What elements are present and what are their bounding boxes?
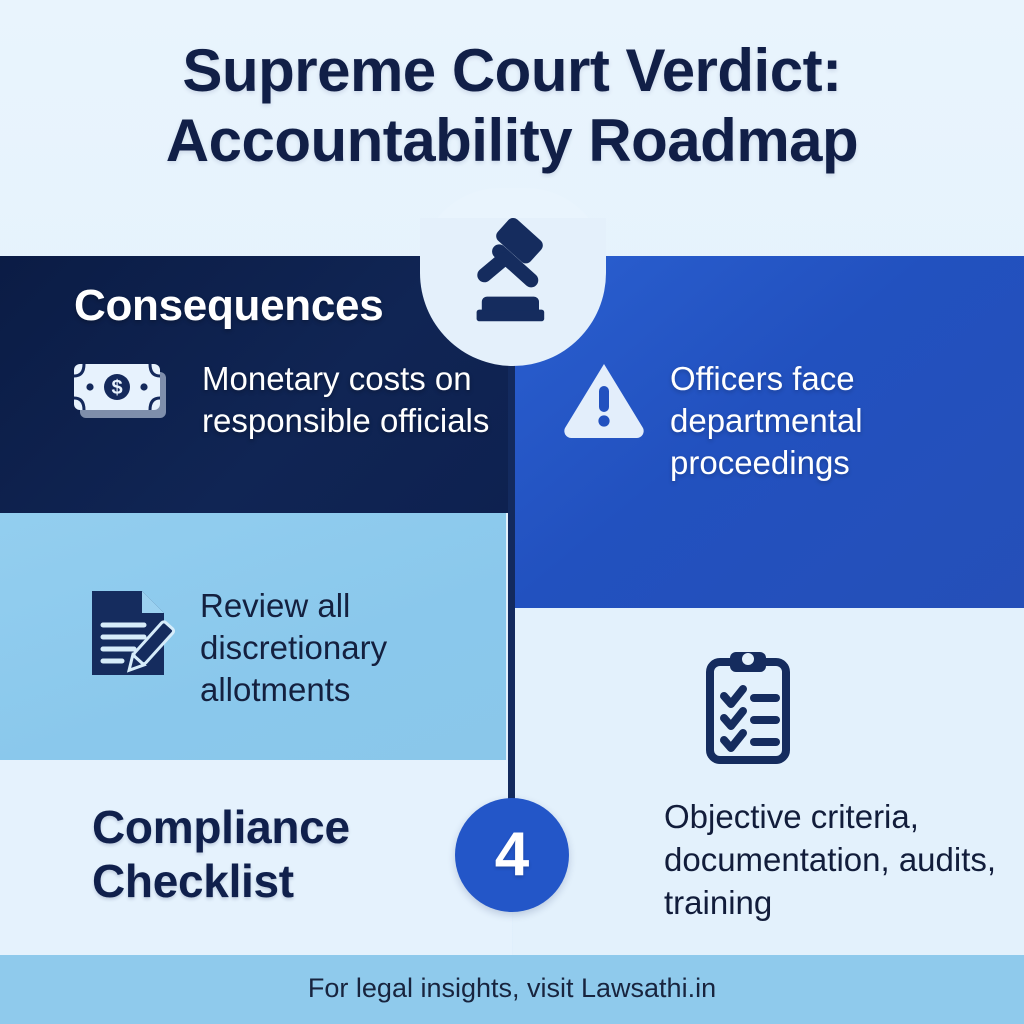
step-number-badge: 4 <box>455 798 569 912</box>
title-line-1: Supreme Court Verdict: <box>182 37 842 104</box>
footer-band <box>0 955 1024 1024</box>
step-number-value: 4 <box>494 820 530 889</box>
document-pencil-icon <box>86 585 178 681</box>
page-title: Supreme Court Verdict: Accountability Ro… <box>0 36 1024 175</box>
item-review-allotments: Review all discretionary allotments <box>86 585 506 712</box>
review-panel <box>0 513 506 760</box>
item-departmental-proceedings: Officers face departmental proceedings <box>560 358 990 485</box>
compliance-heading-line-2: Checklist <box>92 855 294 908</box>
item-review-allotments-label: Review all discretionary allotments <box>200 587 388 709</box>
compliance-heading-line-1: Compliance <box>92 801 350 853</box>
title-line-2: Accountability Roadmap <box>165 106 859 174</box>
warning-triangle-icon <box>560 358 648 438</box>
checklist-panel <box>513 609 1024 955</box>
footer-text: For legal insights, visit Lawsathi.in <box>307 973 717 1003</box>
item-checklist-label: Objective criteria, documentation, audit… <box>664 798 997 921</box>
svg-text:$: $ <box>111 377 122 399</box>
consequences-heading: Consequences <box>74 281 384 330</box>
connector-line <box>508 256 515 801</box>
item-departmental-proceedings-label: Officers face departmental proceedings <box>670 360 863 482</box>
gavel-icon <box>476 217 545 322</box>
item-monetary-costs: $ Monetary costs on responsible official… <box>70 358 490 442</box>
item-monetary-costs-label: Monetary costs on responsible officials <box>202 360 490 440</box>
compliance-heading: Compliance Checklist <box>92 800 350 909</box>
clipboard-checklist-icon <box>700 648 796 773</box>
compliance-panel <box>0 760 512 955</box>
banknote-dollar-icon: $ <box>70 358 180 434</box>
